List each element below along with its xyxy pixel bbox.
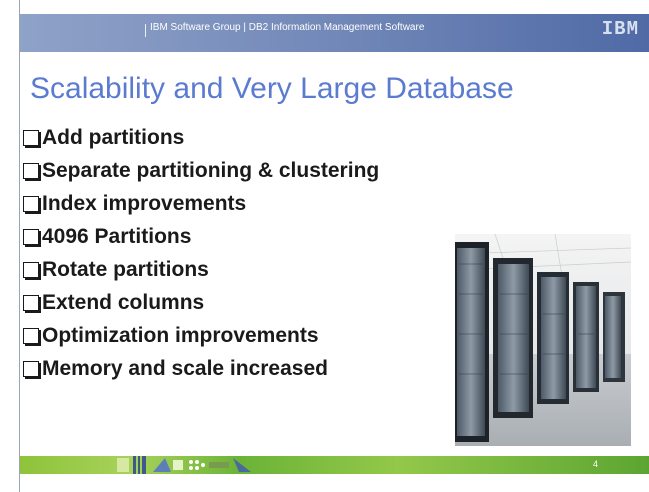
- header-separator: [145, 24, 146, 37]
- checkbox-bullet-icon: [23, 327, 39, 344]
- bullet-text: Rotate partitions: [42, 257, 209, 281]
- bullet-text: Memory and scale increased: [42, 356, 328, 380]
- bullet-item: Separate partitioning & clustering: [23, 154, 379, 187]
- bullet-item: Optimization improvements: [23, 319, 379, 352]
- checkbox-bullet-icon: [23, 294, 39, 311]
- bullet-item: Rotate partitions: [23, 253, 379, 286]
- bullet-text: Extend columns: [42, 290, 205, 314]
- bullet-item: Index improvements: [23, 187, 379, 220]
- checkbox-bullet-icon: [23, 261, 39, 278]
- checkbox-bullet-icon: [23, 129, 39, 146]
- footer-bar: 4: [20, 456, 649, 474]
- header-bar: IBM Software Group | DB2 Information Man…: [20, 14, 649, 52]
- slide-left-border: [19, 0, 20, 492]
- header-text: IBM Software Group | DB2 Information Man…: [150, 22, 425, 33]
- checkbox-bullet-icon: [23, 162, 39, 179]
- server-room-photo: [455, 234, 631, 446]
- checkbox-bullet-icon: [23, 228, 39, 245]
- checkbox-bullet-icon: [23, 360, 39, 377]
- bullet-list: Add partitions Separate partitioning & c…: [23, 121, 379, 385]
- slide-title: Scalability and Very Large Database: [30, 72, 514, 105]
- footer-decoration: [117, 456, 251, 474]
- bullet-text: Optimization improvements: [42, 323, 319, 347]
- bullet-item: Add partitions: [23, 121, 379, 154]
- bullet-text: Add partitions: [42, 125, 185, 149]
- bullet-item: Memory and scale increased: [23, 352, 379, 385]
- bullet-text: 4096 Partitions: [42, 224, 192, 248]
- bullet-text: Index improvements: [42, 191, 247, 215]
- checkbox-bullet-icon: [23, 195, 39, 212]
- bullet-text: Separate partitioning & clustering: [42, 158, 380, 182]
- ibm-logo: IBM: [601, 18, 639, 40]
- bullet-item: Extend columns: [23, 286, 379, 319]
- page-number: 4: [593, 459, 599, 469]
- bullet-item: 4096 Partitions: [23, 220, 379, 253]
